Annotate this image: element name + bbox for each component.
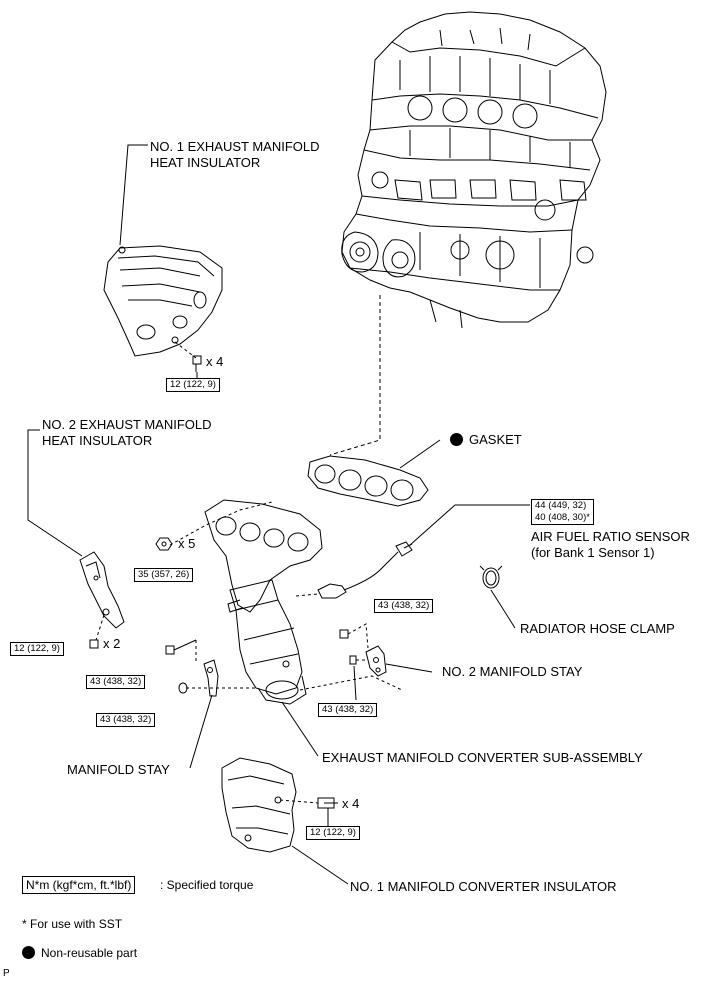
gasket-label-text: GASKET: [469, 432, 522, 447]
legend-torque-unit: N*m (kgf*cm, ft.*lbf): [22, 876, 136, 894]
converter-insulator-illustration: [221, 757, 297, 853]
nuts-qty: x 5: [178, 536, 196, 551]
torque-no2-stay-nut: 43 (438, 32): [318, 703, 378, 717]
converter-label: EXHAUST MANIFOLD CONVERTER SUB-ASSEMBLY: [322, 750, 643, 765]
torque-af-sensor-b: 40 (408, 30)*: [535, 512, 590, 523]
air-fuel-ratio-sensor-illustration: [317, 541, 413, 599]
non-reusable-dot-icon: [22, 946, 35, 959]
no2-heat-insulator-illustration: [79, 551, 125, 629]
no2-manifold-stay-illustration: [365, 645, 387, 677]
converter-insulator-label: NO. 1 MANIFOLD CONVERTER INSULATOR: [350, 879, 617, 894]
legend-torque-desc: : Specified torque: [160, 878, 254, 892]
no1-heat-insulator-qty: x 4: [206, 354, 224, 369]
torque-no2-heat-insulator: 12 (122, 9): [10, 642, 64, 656]
exhaust-manifold-converter-illustration: [204, 499, 323, 705]
engine-block-illustration: [341, 11, 607, 329]
no1-heat-insulator-label-line2: HEAT INSULATOR: [150, 155, 261, 170]
torque-manifold-stay-bolt: 43 (438, 32): [86, 675, 146, 689]
radiator-hose-clamp-illustration: [479, 565, 503, 589]
gasket-illustration: [307, 455, 429, 507]
no1-heat-insulator-label-line1: NO. 1 EXHAUST MANIFOLD: [150, 139, 320, 154]
no2-heat-insulator-label: NO. 2 EXHAUST MANIFOLD HEAT INSULATOR: [42, 417, 212, 449]
corner-mark: P: [3, 968, 10, 979]
af-sensor-label: AIR FUEL RATIO SENSOR (for Bank 1 Sensor…: [531, 529, 690, 561]
no2-heat-insulator-label-line2: HEAT INSULATOR: [42, 433, 153, 448]
legend-sst-note: * For use with SST: [22, 917, 123, 931]
no2-heat-insulator-label-line1: NO. 2 EXHAUST MANIFOLD: [42, 417, 212, 432]
radiator-hose-clamp-label: RADIATOR HOSE CLAMP: [520, 621, 675, 636]
no1-heat-insulator-label: NO. 1 EXHAUST MANIFOLD HEAT INSULATOR: [150, 139, 320, 171]
af-sensor-label-line1: AIR FUEL RATIO SENSOR: [531, 529, 690, 544]
no2-manifold-stay-label: NO. 2 MANIFOLD STAY: [442, 664, 583, 679]
non-reusable-dot-icon: [450, 433, 463, 446]
torque-no1-heat-insulator: 12 (122, 9): [166, 378, 220, 392]
manifold-stay-label: MANIFOLD STAY: [67, 762, 170, 777]
torque-manifold-stay-nut: 43 (438, 32): [96, 713, 156, 727]
converter-insulator-qty: x 4: [342, 796, 360, 811]
manifold-stay-illustration: [203, 659, 219, 697]
torque-af-sensor-a: 44 (449, 32): [535, 500, 587, 511]
legend-non-reusable-text: Non-reusable part: [41, 946, 138, 960]
af-sensor-label-line2: (for Bank 1 Sensor 1): [531, 545, 655, 560]
torque-manifold-nuts: 35 (357, 26): [134, 568, 194, 582]
no1-heat-insulator-illustration: [103, 245, 223, 357]
torque-no2-stay-bolt: 43 (438, 32): [374, 599, 434, 613]
torque-af-sensor: 44 (449, 32) 40 (408, 30)*: [531, 499, 594, 525]
gasket-label: GASKET: [450, 432, 522, 448]
torque-converter-insulator: 12 (122, 9): [306, 826, 360, 840]
no2-heat-insulator-qty: x 2: [103, 636, 121, 651]
legend-non-reusable: Non-reusable part: [22, 945, 137, 961]
